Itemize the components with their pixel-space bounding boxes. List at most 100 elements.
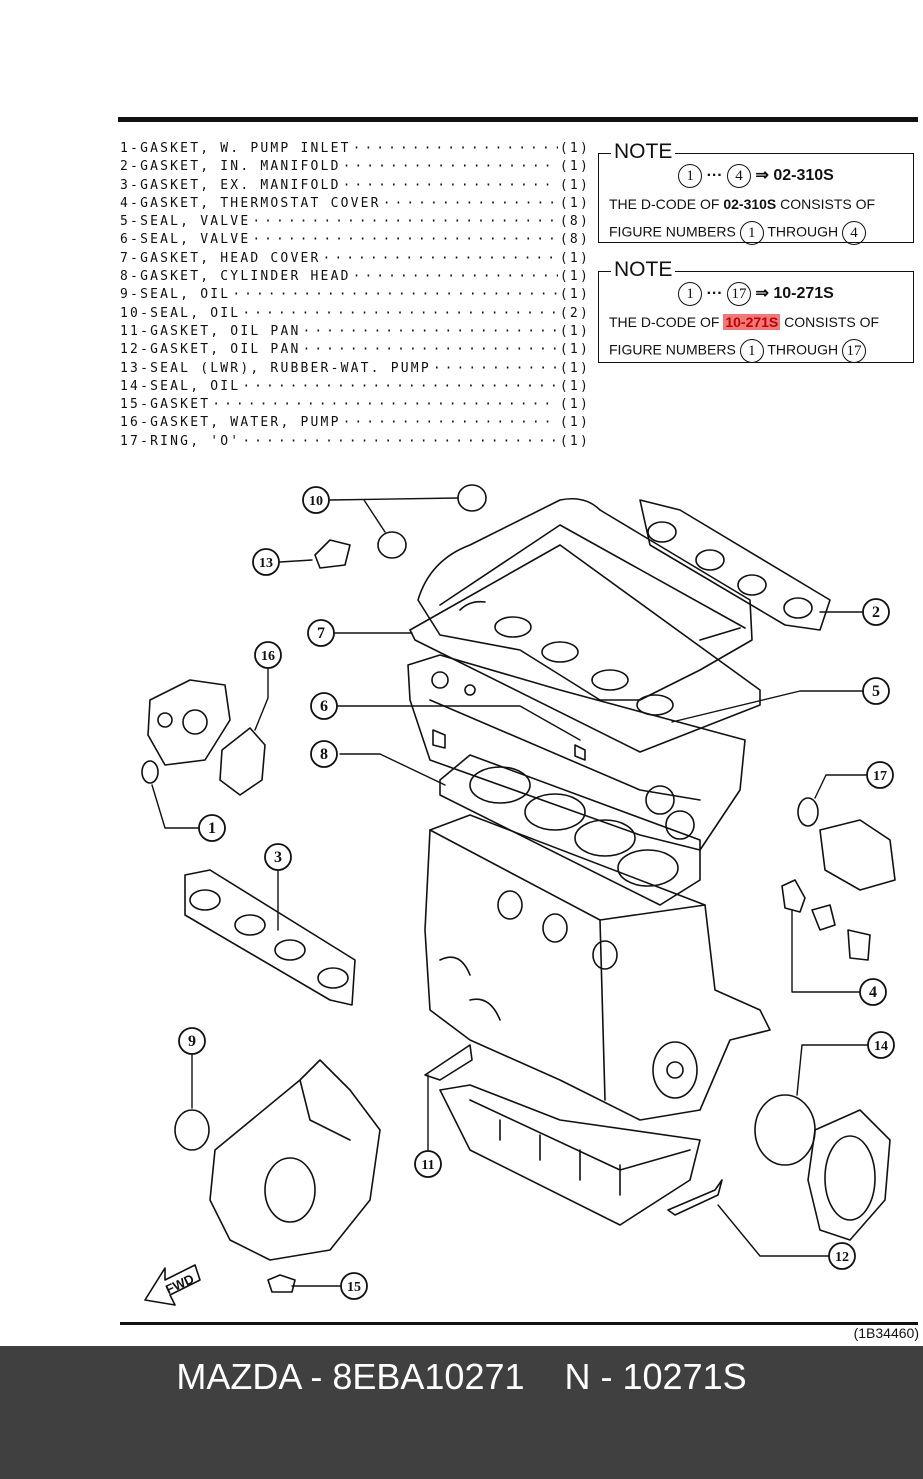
- oil-pan-drawing: [439, 1084, 701, 1226]
- note-line-2: FIGURE NUMBERS 1 THROUGH 17: [609, 339, 866, 363]
- callout-circle-12: [828, 1242, 856, 1270]
- part-number: 15: [120, 397, 141, 413]
- bottom-rule: [120, 1322, 918, 1325]
- part-number: 10: [120, 305, 141, 321]
- part-dash: -: [140, 397, 151, 413]
- part-dash: -: [130, 195, 141, 211]
- part-dash: -: [140, 378, 151, 394]
- seal-10b-drawing: [377, 531, 407, 559]
- note-box-1: NOTE 1 ··· 4 ⇒ 02-310S THE D-CODE OF 02-…: [598, 140, 914, 245]
- highlighted-code: 10-271S: [723, 314, 781, 330]
- note-text: THE D-CODE OF: [609, 196, 720, 212]
- callout-label-7: 7: [317, 625, 325, 642]
- callout-label-9: 9: [188, 1033, 196, 1050]
- part-dash: -: [130, 287, 141, 303]
- part-dash: -: [130, 232, 141, 248]
- parts-list-item: 7-GASKET, HEAD COVER(1): [120, 250, 590, 268]
- part-number: 9: [120, 287, 131, 303]
- part-number: 2: [120, 159, 131, 175]
- note-code-inline: 02-310S: [723, 196, 777, 212]
- parts-list-item: 11-GASKET, OIL PAN(1): [120, 323, 590, 341]
- part-dash: -: [140, 433, 151, 449]
- callout-circle-17: [866, 761, 894, 789]
- callout-circle-15: [340, 1272, 368, 1300]
- intake-gasket-drawing: [639, 499, 831, 631]
- head-cover-gasket: [409, 544, 761, 753]
- part-quantity: (1): [559, 177, 590, 193]
- parts-list-item: 6-SEAL, VALVE(8): [120, 231, 590, 249]
- part-description: GASKET, IN. MANIFOLD: [140, 159, 341, 175]
- part-description: SEAL, VALVE: [140, 214, 251, 230]
- note-from-circle: 1: [678, 164, 703, 188]
- part-dash: -: [130, 159, 141, 175]
- note-range: 1 ··· 17 ⇒ 10-271S: [599, 282, 913, 306]
- part-dash: -: [130, 141, 141, 156]
- part-description: GASKET, THERMOSTAT COVER: [140, 195, 381, 211]
- oil-pan-gasket-11-drawing: [424, 1044, 473, 1081]
- fwd-label: FWD: [163, 1271, 196, 1297]
- part-dash: -: [140, 415, 151, 431]
- parts-list-item: 13-SEAL (LWR), RUBBER-WAT. PUMP(1): [120, 360, 590, 378]
- part-description: SEAL (LWR), RUBBER-WAT. PUMP: [150, 360, 431, 376]
- callout-circle-7: [307, 619, 335, 647]
- part-quantity: (8): [559, 214, 590, 230]
- part-quantity: (1): [559, 159, 590, 175]
- note-to-circle: 17: [727, 282, 752, 306]
- seal-14-drawing: [754, 1094, 816, 1166]
- callout-label-3: 3: [274, 849, 282, 866]
- callout-label-13: 13: [259, 556, 273, 571]
- parts-list-item: 9-SEAL, OIL(1): [120, 286, 590, 304]
- note-line-2: FIGURE NUMBERS 1 THROUGH 4: [609, 221, 866, 245]
- part-quantity: (1): [559, 397, 590, 413]
- part-description: GASKET, CYLINDER HEAD: [140, 269, 351, 285]
- callout-circle-13: [252, 548, 280, 576]
- part-quantity: (1): [559, 141, 590, 156]
- part-quantity: (1): [559, 269, 590, 285]
- callout-label-2: 2: [872, 604, 880, 621]
- note-from-circle: 1: [678, 282, 703, 306]
- parts-list-item: 16-GASKET, WATER, PUMP (1): [120, 414, 590, 432]
- parts-list-item: 12-GASKET, OIL PAN(1): [120, 341, 590, 359]
- part-description: GASKET, WATER, PUMP: [150, 415, 341, 431]
- part-number: 8: [120, 269, 131, 285]
- part-number: 13: [120, 360, 141, 376]
- part-number: 5: [120, 214, 131, 230]
- note-text: THROUGH: [767, 341, 839, 358]
- part-quantity: (1): [559, 195, 590, 211]
- note-to-circle: 17: [842, 339, 866, 363]
- part-dash: -: [140, 305, 151, 321]
- part-number: 16: [120, 415, 141, 431]
- thermostat-drawing: [811, 904, 871, 961]
- callout-circle-9: [178, 1027, 206, 1055]
- part-dash: -: [130, 177, 141, 193]
- part-dash: -: [130, 250, 141, 266]
- engine-block-drawing: [424, 814, 771, 1121]
- note-range: 1 ··· 4 ⇒ 02-310S: [599, 164, 913, 188]
- callout-label-6: 6: [320, 698, 328, 715]
- parts-list-item: 4-GASKET, THERMOSTAT COVER(1): [120, 195, 590, 213]
- callout-label-4: 4: [869, 984, 877, 1001]
- part-number: 3: [120, 177, 131, 193]
- seal-10a-drawing: [457, 484, 487, 512]
- callout-circle-16: [254, 641, 282, 669]
- part-number: 12: [120, 342, 141, 358]
- part-quantity: (2): [559, 305, 590, 321]
- water-pump-gasket-drawing: [219, 727, 266, 796]
- callout-circle-5: [862, 677, 890, 705]
- part-description: SEAL, VALVE: [140, 232, 251, 248]
- part-quantity: (1): [559, 433, 590, 449]
- part-description: SEAL, OIL: [150, 378, 241, 394]
- callout-label-11: 11: [421, 1158, 434, 1173]
- distributor-drawing: [819, 819, 896, 891]
- part-quantity: (1): [559, 360, 590, 376]
- part-description: GASKET, W. PUMP INLET: [140, 141, 351, 156]
- part-quantity: (1): [559, 415, 590, 431]
- note-code: 02-310S: [773, 167, 834, 185]
- part-dash: -: [130, 214, 141, 230]
- parts-list-item: 17-RING, 'O'(1): [120, 433, 590, 451]
- callout-label-12: 12: [835, 1250, 849, 1265]
- part-quantity: (1): [559, 342, 590, 358]
- note-text: FIGURE NUMBERS: [609, 223, 736, 240]
- leader-lines: [151, 497, 869, 1287]
- water-pump-drawing: [147, 679, 231, 766]
